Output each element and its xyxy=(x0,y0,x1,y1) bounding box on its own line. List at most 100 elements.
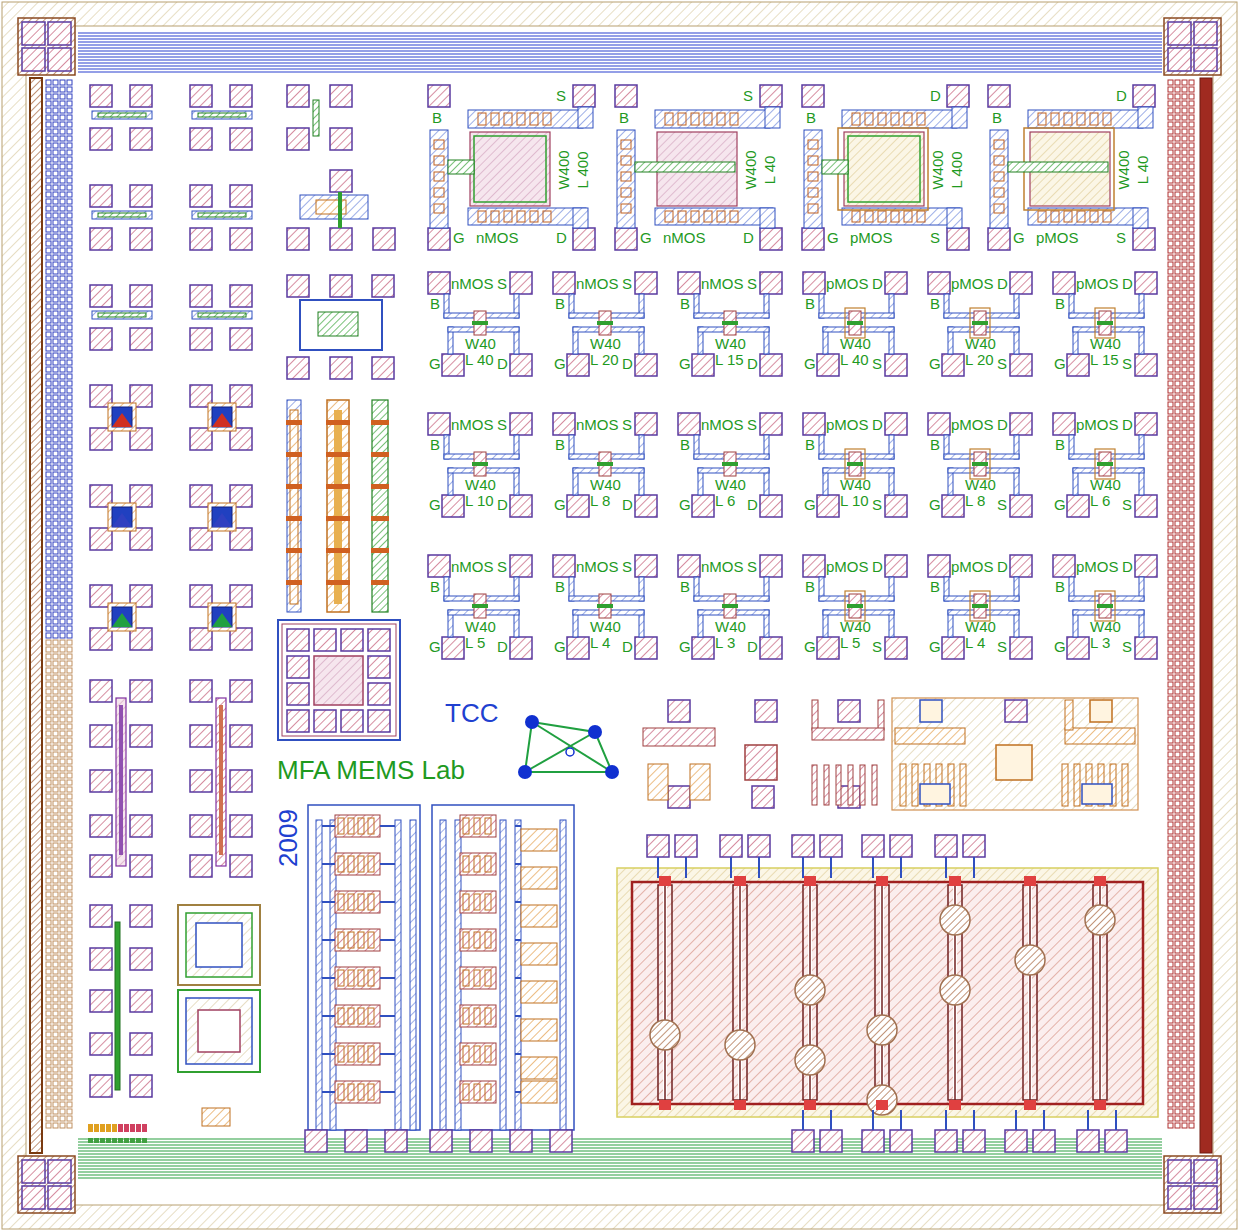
contact xyxy=(358,818,364,834)
contact xyxy=(504,113,512,125)
via-array xyxy=(1168,339,1173,344)
via-array xyxy=(53,766,58,771)
via-array xyxy=(1175,360,1180,365)
contact xyxy=(530,113,538,125)
via-array xyxy=(67,241,72,246)
wire xyxy=(380,977,395,979)
bond-pad xyxy=(1135,272,1157,294)
bond-pad xyxy=(428,272,450,294)
resistor-element xyxy=(460,1043,496,1065)
contact xyxy=(338,932,344,948)
via-array xyxy=(67,612,72,617)
via-array xyxy=(1175,1053,1180,1058)
metal-trace xyxy=(944,596,976,601)
via-array xyxy=(67,423,72,428)
metal-trace xyxy=(944,313,976,318)
metal-trace xyxy=(1073,610,1101,615)
via-array xyxy=(1189,290,1194,295)
via-array xyxy=(67,479,72,484)
via-array xyxy=(1182,780,1187,785)
bond-pad xyxy=(692,495,714,517)
via-array xyxy=(60,1060,65,1065)
via-array xyxy=(1175,682,1180,687)
via-array xyxy=(67,332,72,337)
via-array xyxy=(60,220,65,225)
via-array xyxy=(1175,990,1180,995)
via-array xyxy=(60,773,65,778)
via-array xyxy=(1168,1102,1173,1107)
metal-trace xyxy=(440,820,446,1130)
via-array xyxy=(60,514,65,519)
via-array xyxy=(46,297,51,302)
metal-trace xyxy=(573,468,601,473)
via-array xyxy=(1168,598,1173,603)
metal-trace xyxy=(573,208,588,228)
via-array xyxy=(1168,381,1173,386)
via-array xyxy=(1182,157,1187,162)
bond-pad xyxy=(635,637,657,659)
via-array xyxy=(1189,808,1194,813)
via-array xyxy=(67,500,72,505)
alignment-mark xyxy=(136,1138,141,1143)
via-array xyxy=(67,430,72,435)
via-array xyxy=(53,87,58,92)
wire xyxy=(380,1053,395,1055)
via-array xyxy=(67,444,72,449)
via-array xyxy=(1175,577,1180,582)
via-array xyxy=(1189,1102,1194,1107)
via-array xyxy=(1182,906,1187,911)
comb-finger xyxy=(872,765,877,805)
via-array xyxy=(1182,850,1187,855)
via-array xyxy=(1168,801,1173,806)
via-array xyxy=(60,325,65,330)
via-array xyxy=(60,444,65,449)
via-array xyxy=(60,1074,65,1079)
via-array xyxy=(53,528,58,533)
n-well xyxy=(970,308,990,338)
via-array xyxy=(53,458,58,463)
via-array xyxy=(46,241,51,246)
metal-trace xyxy=(819,454,851,459)
via-array xyxy=(46,395,51,400)
via-array xyxy=(1168,962,1173,967)
via-array xyxy=(1168,346,1173,351)
via-array xyxy=(60,227,65,232)
via-array xyxy=(67,822,72,827)
metal-bus-line xyxy=(78,1150,1162,1151)
via-array xyxy=(1189,731,1194,736)
via-array xyxy=(1168,360,1173,365)
via-array xyxy=(46,766,51,771)
via-array xyxy=(46,353,51,358)
via-array xyxy=(53,430,58,435)
bond-pad xyxy=(510,272,532,294)
logo-outline xyxy=(525,722,612,772)
resistor-element xyxy=(521,1081,557,1103)
metal-bus-line xyxy=(78,59,1162,60)
via-array xyxy=(1175,829,1180,834)
via-array xyxy=(67,682,72,687)
alignment-mark xyxy=(100,1138,105,1143)
via-array xyxy=(53,801,58,806)
contact xyxy=(358,894,364,910)
via-array xyxy=(1175,556,1180,561)
via-array xyxy=(1189,444,1194,449)
via-array xyxy=(67,115,72,120)
via-array xyxy=(1175,1109,1180,1114)
via-array xyxy=(1189,465,1194,470)
contact-cell xyxy=(208,603,236,631)
via-array xyxy=(1189,801,1194,806)
via-array xyxy=(53,703,58,708)
via-array xyxy=(1182,640,1187,645)
via-array xyxy=(1175,451,1180,456)
contact xyxy=(371,548,389,553)
via-array xyxy=(1182,689,1187,694)
wire xyxy=(380,901,395,903)
via-array xyxy=(1175,885,1180,890)
bond-pad xyxy=(920,700,942,722)
via-array xyxy=(53,206,58,211)
via-array xyxy=(60,192,65,197)
via-array xyxy=(53,108,58,113)
poly-line xyxy=(98,113,146,117)
resistor-bar xyxy=(372,400,388,612)
via-array xyxy=(1168,696,1173,701)
